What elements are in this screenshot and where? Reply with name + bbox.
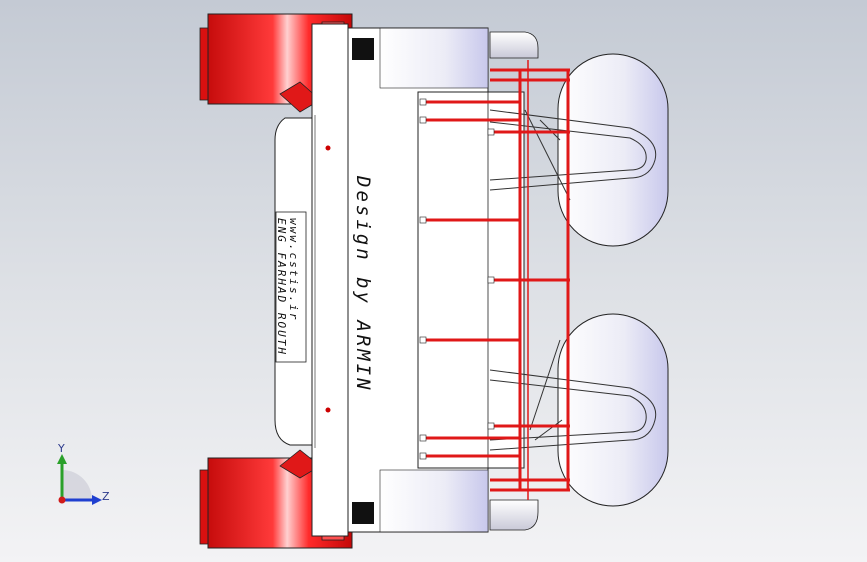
support-tubes	[489, 109, 657, 451]
plate-label-author: ENG FARHAD ROUTH	[275, 218, 288, 356]
pontoon-top	[557, 53, 669, 247]
tube-caps	[489, 31, 539, 531]
label-plate	[275, 211, 307, 363]
plate-label-site: www.cstis.ir	[287, 218, 300, 322]
roll-cage	[422, 60, 570, 500]
triad-axes-icon	[57, 454, 102, 505]
triad-y-label: Y	[58, 442, 65, 455]
body-label-design: Design by ARMIN	[352, 176, 374, 393]
triad-z-label: Z	[102, 490, 110, 503]
coordinate-triad: Y Z	[50, 440, 110, 510]
cage-joints	[419, 98, 495, 460]
pontoon-bottom	[557, 313, 669, 507]
